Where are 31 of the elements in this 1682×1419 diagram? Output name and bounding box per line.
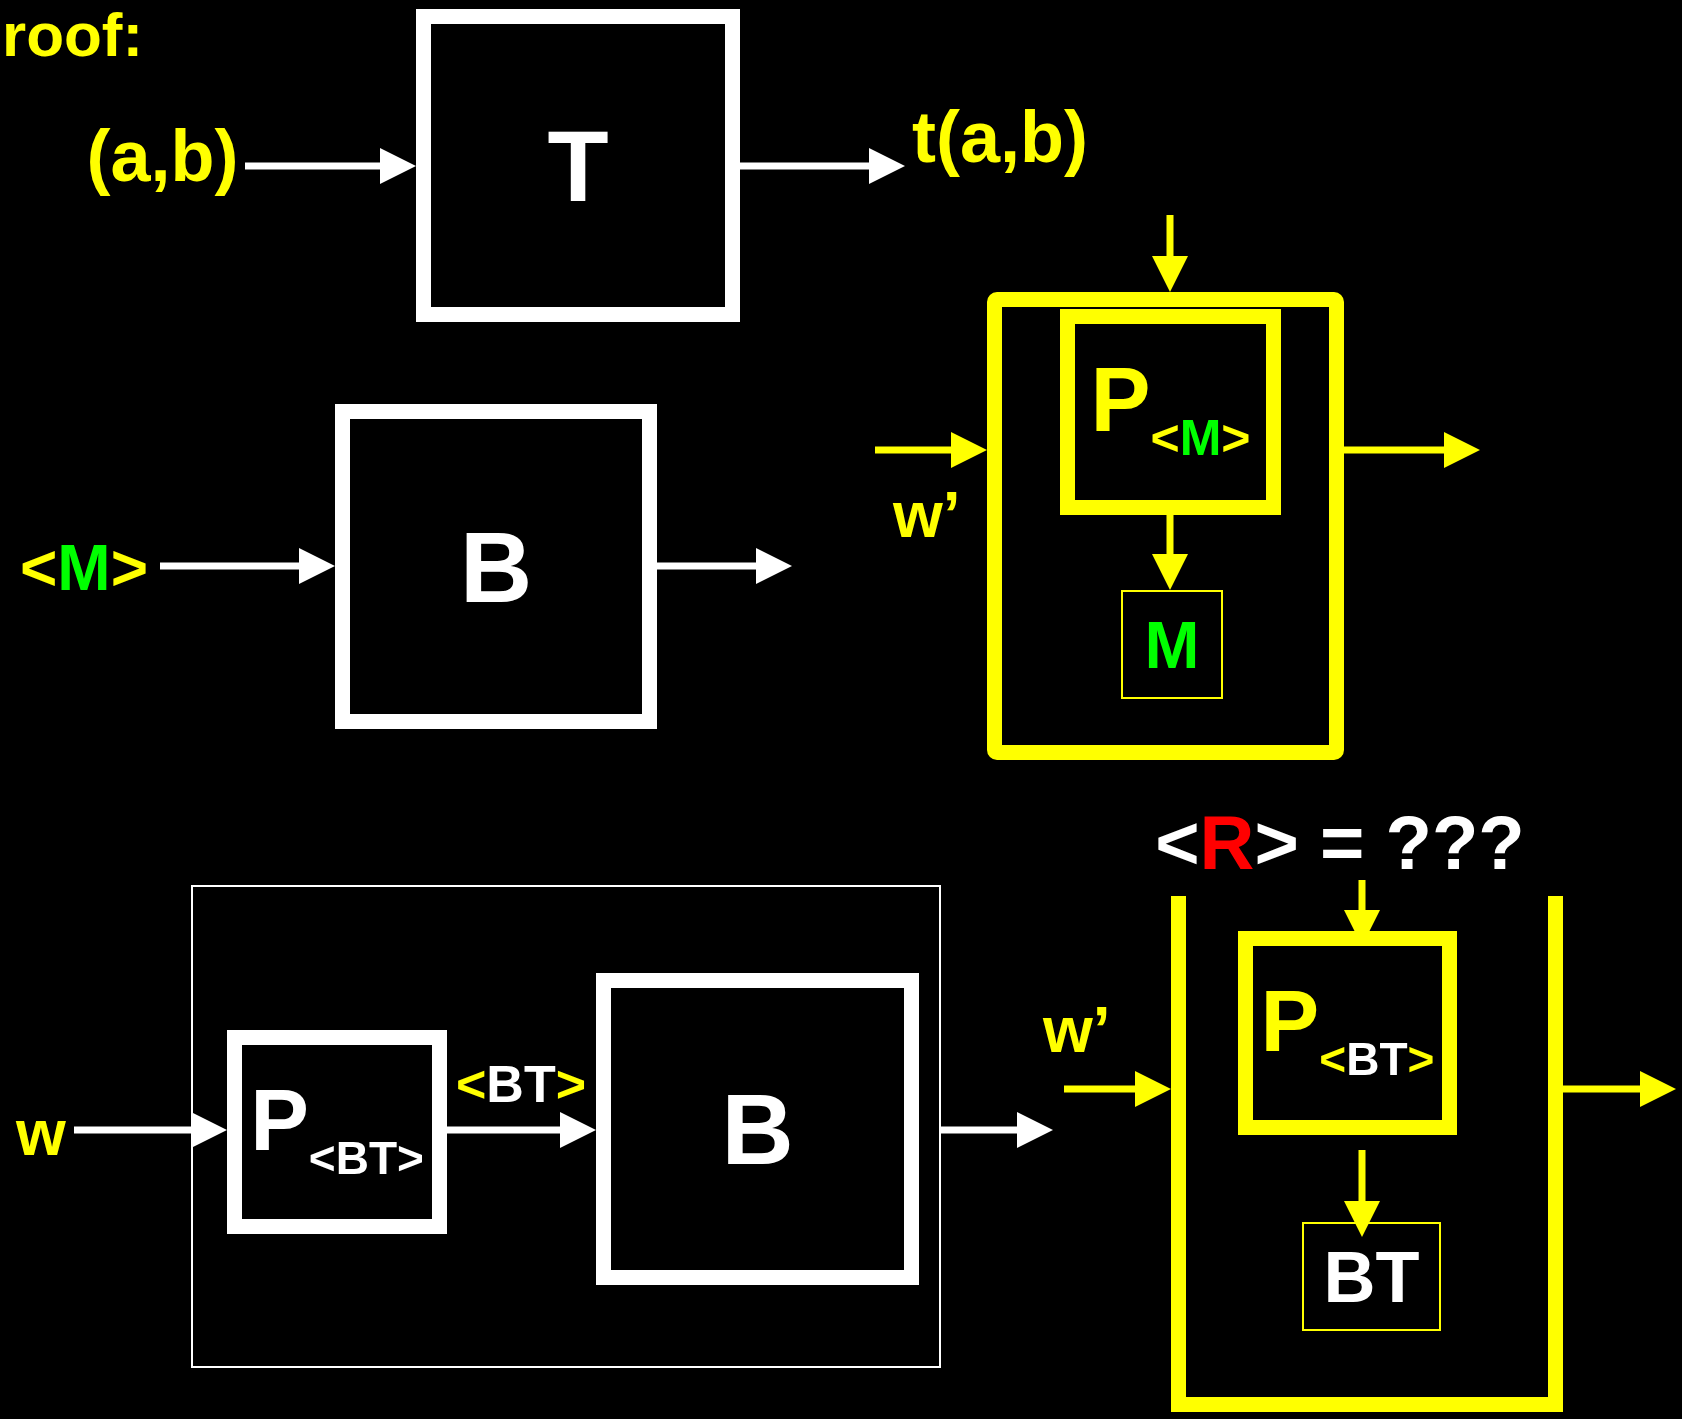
group-frame: [191, 885, 941, 1368]
box-label: T: [547, 115, 609, 216]
box-label: B: [721, 1079, 794, 1179]
annotation-text: w’: [1043, 998, 1111, 1062]
box-label: P: [1260, 977, 1320, 1065]
annotation-text: w’: [893, 483, 961, 547]
process-box: [596, 973, 919, 1285]
process-box: [335, 404, 657, 729]
formula-text: t(a,b): [905, 96, 1095, 178]
formula-text: (a,b): [80, 112, 245, 200]
container-box: [987, 292, 1344, 760]
box-label: BT: [1323, 1240, 1420, 1313]
process-box: [227, 1030, 447, 1234]
process-box: [1060, 309, 1281, 515]
box-label: P: [250, 1076, 309, 1164]
formula-text: w: [8, 1100, 74, 1166]
process-box: [1238, 931, 1457, 1135]
subscript-label: <BT>: [1319, 1036, 1435, 1082]
box-label: B: [459, 516, 533, 617]
edge-label: <BT>: [455, 1058, 587, 1110]
formula-text: <M>: [8, 530, 160, 606]
box-label: M: [1144, 611, 1200, 678]
subscript-label: <M>: [1150, 413, 1251, 463]
formula-text: <R> = ???: [1155, 806, 1525, 880]
result-box: [1121, 590, 1223, 699]
subscript-label: <BT>: [308, 1135, 424, 1181]
open-container: [1171, 896, 1563, 1412]
annotation-text: roof:: [2, 4, 144, 66]
box-label: P: [1090, 355, 1151, 445]
result-box: [1302, 1222, 1441, 1331]
process-box: [416, 9, 740, 322]
